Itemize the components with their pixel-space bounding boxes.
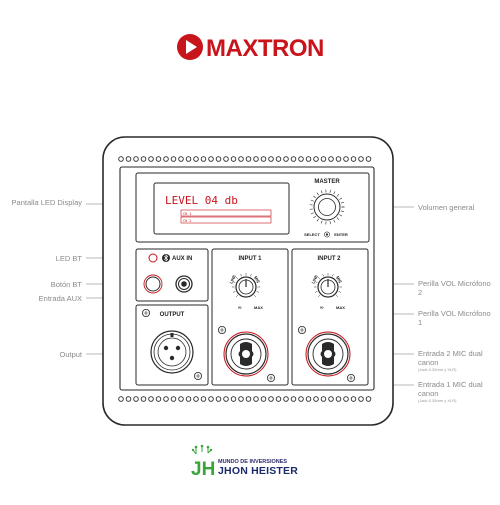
led-display-text: LEVEL 04 db [165, 194, 238, 207]
combo-jack-icon[interactable] [306, 332, 350, 376]
master-title: MASTER [314, 179, 340, 185]
aux-in-title: AUX IN [172, 256, 192, 262]
bt-button[interactable] [144, 275, 162, 293]
knob1-max-label: MAX [254, 305, 263, 310]
circuit-icon: JH [188, 444, 220, 484]
combo-jack-icon[interactable] [224, 332, 268, 376]
footer-logo: JH MUNDO DE INVERSIONES JHON HEISTER [188, 444, 338, 484]
output-title: OUTPUT [160, 312, 185, 318]
enter-label: ENTER [334, 232, 348, 237]
bluetooth-icon [162, 254, 170, 262]
knob1-inf-label: ∞ [238, 305, 242, 311]
input2-title: INPUT 2 [317, 256, 341, 262]
select-label: SELECT [304, 232, 320, 237]
lcd-bar-2-label: CH 2 [183, 219, 191, 223]
knob2-max-label: MAX [336, 305, 345, 310]
knob2-inf-label: ∞ [320, 305, 324, 311]
xlr-connector-icon[interactable] [151, 331, 193, 373]
input1-title: INPUT 1 [238, 256, 262, 262]
lcd-bar-1-label: CH 1 [183, 212, 191, 216]
led-bt-indicator [149, 254, 157, 262]
knob-icon [314, 194, 340, 220]
aux-input-jack[interactable] [176, 276, 192, 292]
footer-monogram: JH [191, 459, 215, 480]
footer-line2: JHON HEISTER [218, 465, 298, 477]
